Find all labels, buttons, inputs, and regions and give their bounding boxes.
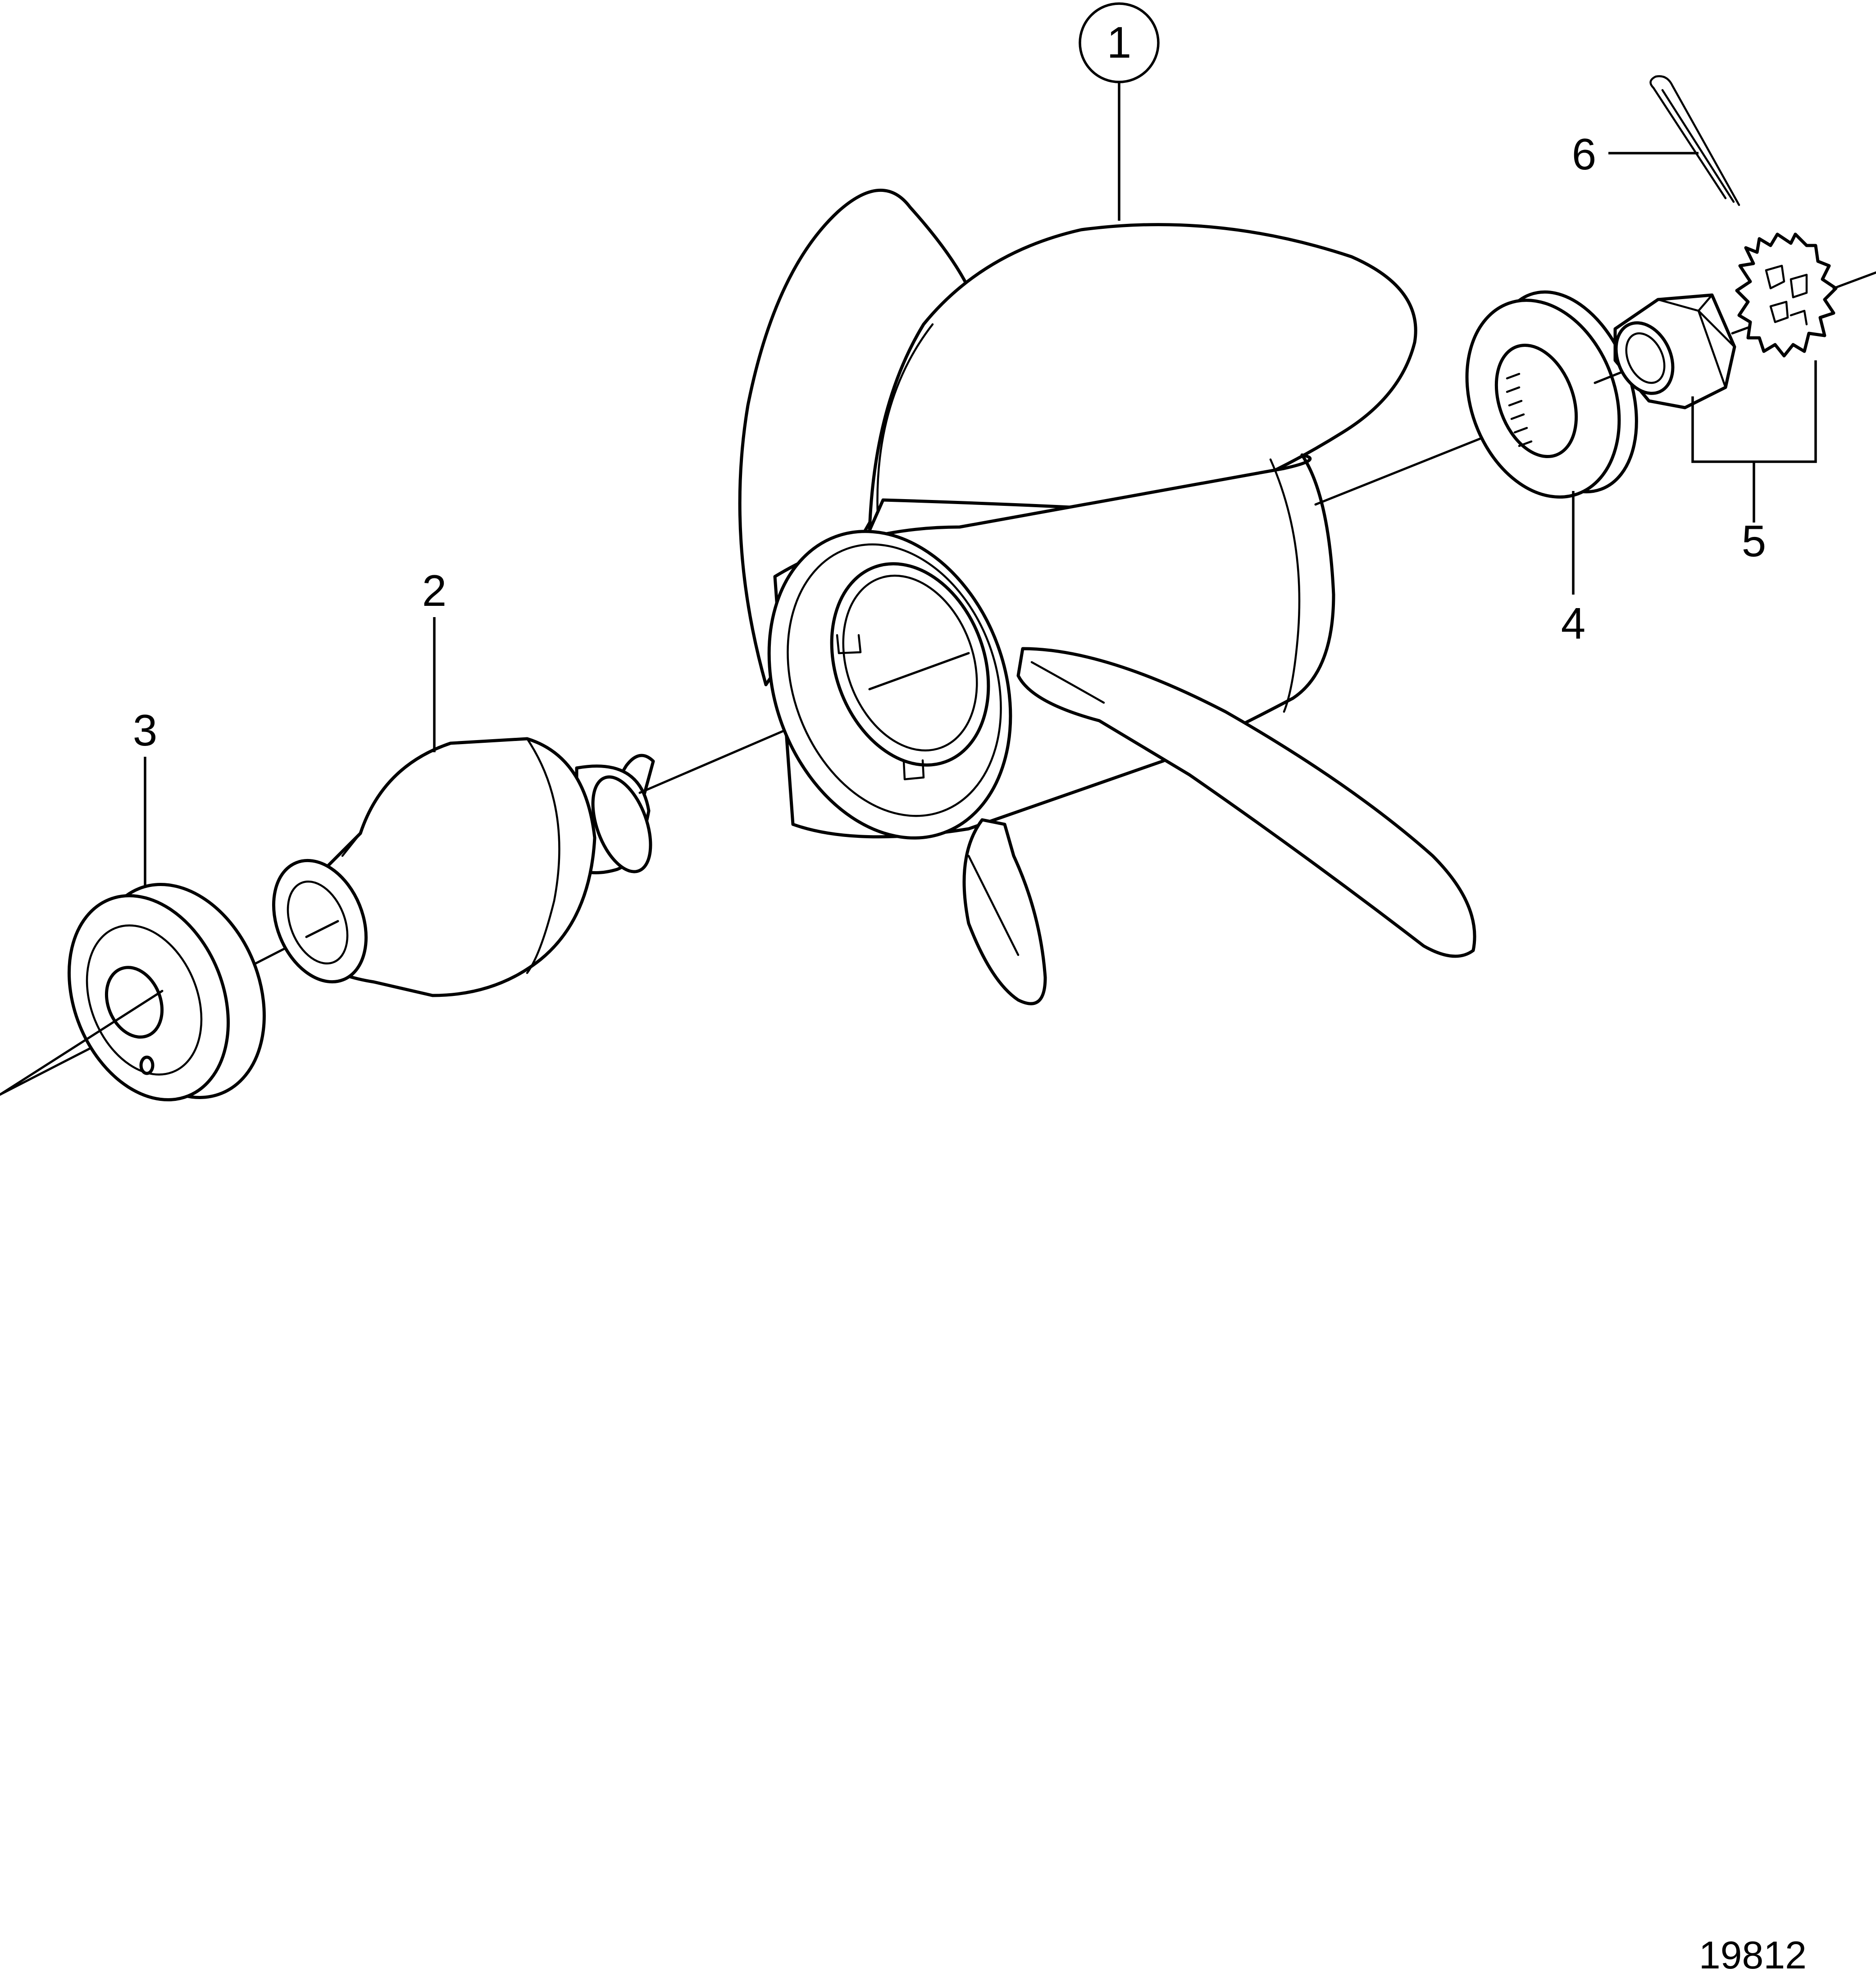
part-2-hub-bushing <box>272 737 655 997</box>
part-5-lock-washer <box>1735 232 1838 358</box>
washer-spline-teeth <box>1506 373 1533 447</box>
callout-label-1: 1 <box>1107 18 1132 67</box>
callout-label-4: 4 <box>1561 599 1586 648</box>
callout-label-2: 2 <box>422 566 447 615</box>
drawing-reference-number: 19812 <box>1699 1934 1807 1977</box>
part-6-cotter-pin <box>1649 75 1740 206</box>
shaft-axis-left-through-cap <box>0 990 164 1096</box>
part-4-thrust-washer <box>1465 290 1638 499</box>
shaft-axis-right-end <box>1832 271 1876 290</box>
shaft-axis-through-hub <box>305 920 339 938</box>
shaft-axis-prop-to-washer <box>1314 431 1497 506</box>
callout-label-3: 3 <box>133 705 158 755</box>
part-5-hex-nut <box>1613 293 1736 409</box>
shaft-axis-through-prop <box>868 652 970 691</box>
callout-label-5: 5 <box>1742 516 1767 566</box>
callout-label-6: 6 <box>1572 129 1597 179</box>
part-3-end-cap <box>67 883 266 1101</box>
part-1-propeller <box>738 188 1476 1005</box>
